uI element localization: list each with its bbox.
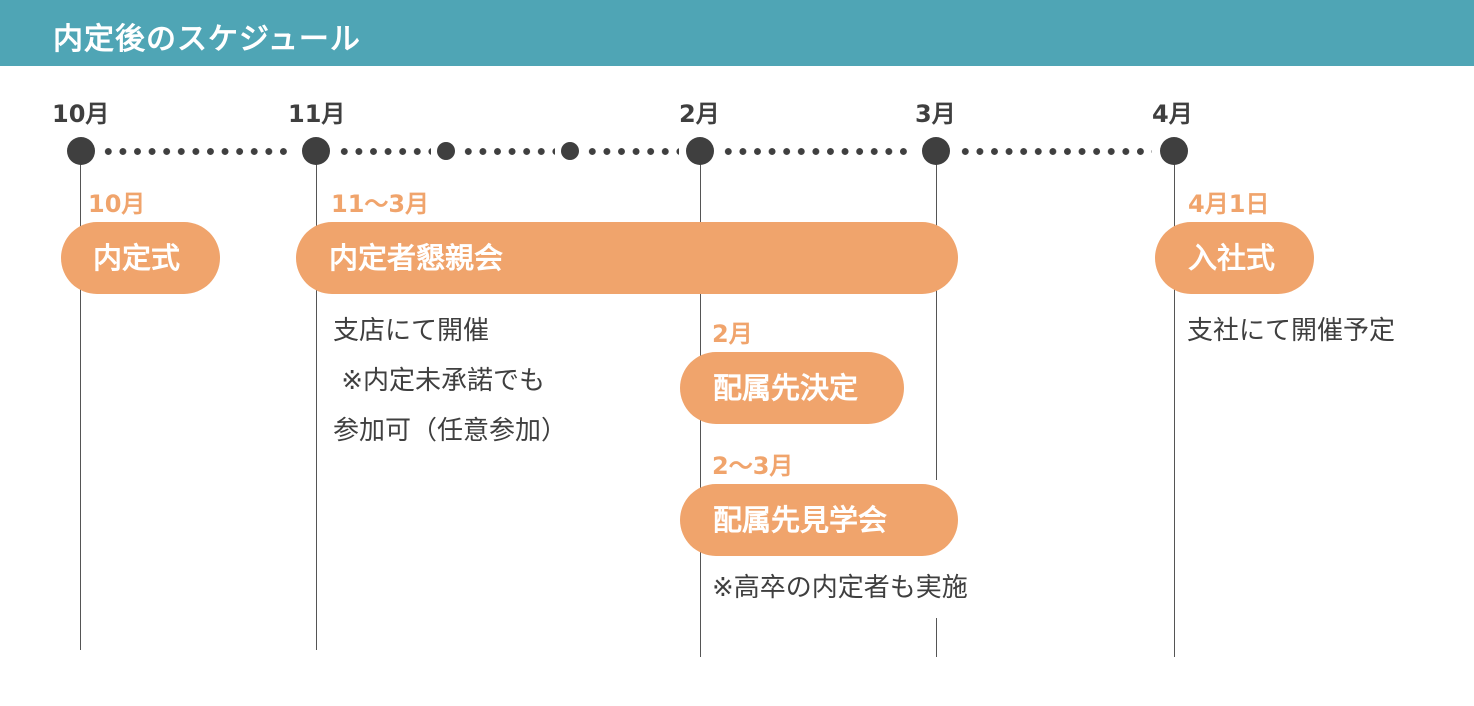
social-label: 内定者懇親会 — [329, 241, 504, 275]
month-label-nov: 11月 — [288, 100, 346, 128]
timeline-node-mar — [922, 137, 950, 165]
entrance-date: 4月1日 — [1188, 190, 1270, 218]
social-date: 11〜3月 — [331, 190, 430, 218]
assignment-pill: 配属先決定 — [680, 352, 904, 424]
month-label-feb: 2月 — [679, 100, 720, 128]
social-note: 支店にて開催 ※内定未承諾でも 参加可（任意参加） — [333, 306, 567, 456]
ceremony-date: 10月 — [88, 190, 146, 218]
timeline-dots-feb-mar — [721, 148, 911, 155]
visit-date: 2〜3月 — [712, 452, 794, 480]
timeline-node-feb — [686, 137, 714, 165]
timeline-dots-oct-nov — [101, 148, 291, 155]
assignment-date: 2月 — [712, 320, 753, 348]
header-bar: 内定後のスケジュール — [0, 0, 1474, 66]
timeline-dots-nov-dec — [337, 148, 431, 155]
timeline-dots-mar-apr — [958, 148, 1152, 155]
entrance-note: 支社にて開催予定 — [1187, 316, 1396, 346]
timeline-vline-apr — [1174, 150, 1175, 657]
ceremony-label: 内定式 — [93, 241, 181, 275]
visit-note: ※高卒の内定者も実施 — [712, 573, 968, 603]
month-label-apr: 4月 — [1152, 100, 1193, 128]
entrance-label: 入社式 — [1188, 241, 1276, 275]
timeline-vline-oct — [80, 150, 81, 650]
assignment-label: 配属先決定 — [713, 371, 859, 405]
timeline-node-jan — [561, 142, 579, 160]
timeline-dots-dec-jan — [461, 148, 555, 155]
timeline-node-nov — [302, 137, 330, 165]
timeline-vline-mar-lower — [936, 618, 937, 657]
page-title: 内定後のスケジュール — [53, 22, 361, 57]
month-label-oct: 10月 — [52, 100, 110, 128]
social-note-line-1: 支店にて開催 — [333, 316, 490, 346]
timeline-vline-mar-upper — [936, 150, 937, 480]
month-label-mar: 3月 — [915, 100, 956, 128]
timeline-dots-jan-feb — [585, 148, 679, 155]
visit-pill: 配属先見学会 — [680, 484, 958, 556]
timeline-vline-nov — [316, 150, 317, 650]
timeline-node-apr — [1160, 137, 1188, 165]
social-note-line-2: ※内定未承諾でも — [333, 366, 546, 396]
entrance-pill: 入社式 — [1155, 222, 1314, 294]
timeline-node-oct — [67, 137, 95, 165]
timeline-node-dec — [437, 142, 455, 160]
social-note-line-3: 参加可（任意参加） — [333, 416, 568, 446]
ceremony-pill: 内定式 — [61, 222, 220, 294]
visit-label: 配属先見学会 — [713, 503, 888, 537]
social-pill: 内定者懇親会 — [296, 222, 958, 294]
